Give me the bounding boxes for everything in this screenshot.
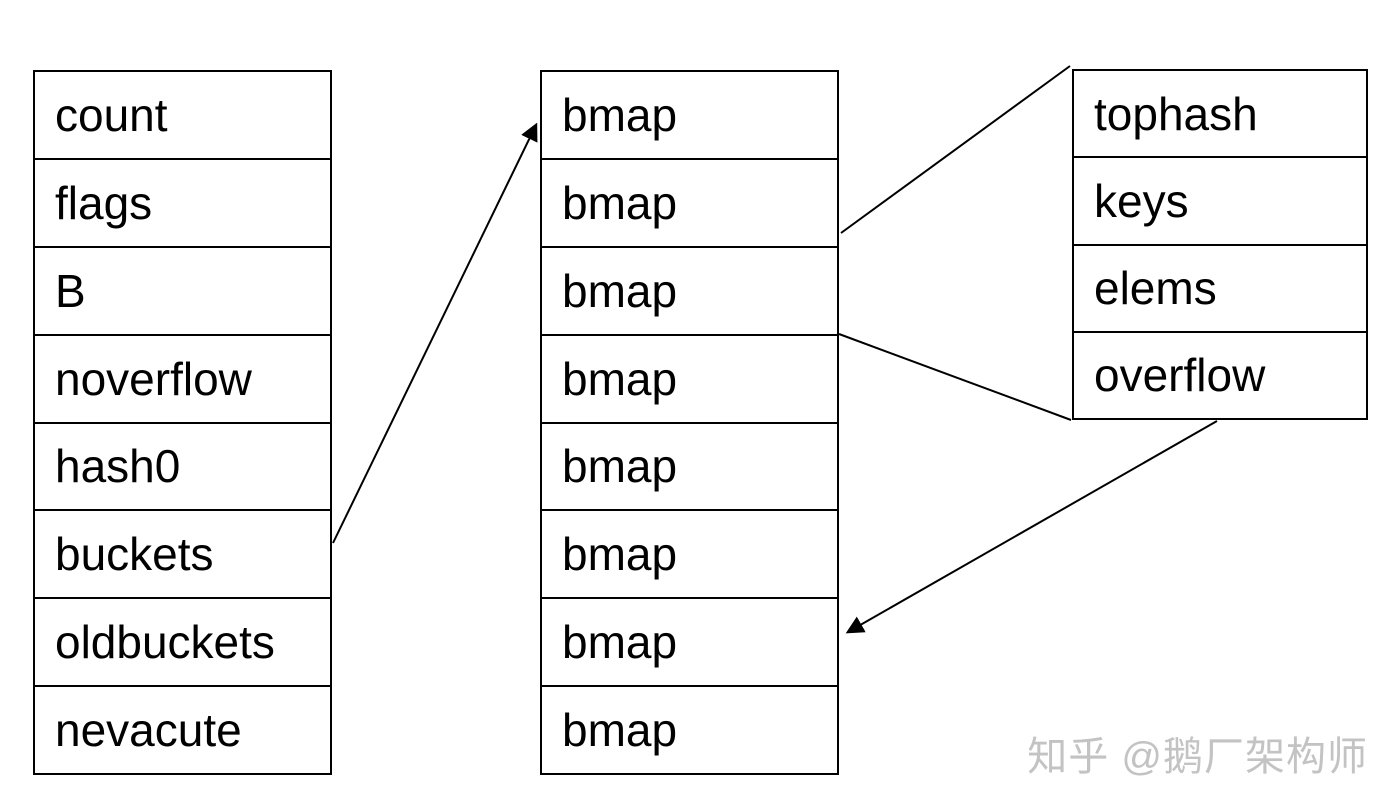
bucket-row-bmap-6: bmap [542, 599, 837, 688]
edge-bucket-to-bmapstruct-top-line [840, 65, 1071, 234]
bucket-row-bmap-1: bmap [542, 160, 837, 248]
hmap-row-count: count [35, 72, 330, 160]
hmap-row-flags: flags [35, 160, 330, 248]
bucket-row-bmap-7: bmap [562, 704, 678, 757]
edge-bucket-to-bmapstruct-bottom-line [838, 333, 1072, 421]
bucket-row-bmap-2: bmap [542, 248, 837, 336]
bmap-row-elems: elems [1074, 246, 1366, 333]
hmap-row-buckets: buckets [35, 511, 330, 600]
hmap-row-b: B [35, 248, 330, 336]
hmap-row-oldbuckets: oldbuckets [35, 599, 330, 688]
bucket-row-bmap-5: bmap [542, 511, 837, 600]
bucket-row-bmap-4: bmap [542, 424, 837, 512]
bucket-array-table: bmap bmap bmap bmap bmap bmap bmap bmap [540, 70, 839, 775]
bucket-row-bmap-3: bmap [542, 336, 837, 424]
hmap-row-nevacute: nevacute [55, 704, 242, 757]
bmap-row-keys: keys [1074, 158, 1366, 246]
watermark-text: 知乎 @鹅厂架构师 [1027, 735, 1368, 779]
hmap-row-hash0: hash0 [35, 424, 330, 512]
hmap-row-noverflow: noverflow [35, 336, 330, 424]
bmap-struct-table: tophash keys elems overflow [1072, 69, 1368, 420]
hmap-table: count flags B noverflow hash0 buckets ol… [33, 70, 332, 775]
bucket-row-bmap-0: bmap [542, 72, 837, 160]
bmap-row-overflow: overflow [1094, 349, 1266, 402]
edge-buckets-to-bmap0-arrow [332, 122, 538, 544]
edge-overflow-to-bmap6-arrow [845, 420, 1218, 634]
bmap-row-tophash: tophash [1074, 71, 1366, 159]
